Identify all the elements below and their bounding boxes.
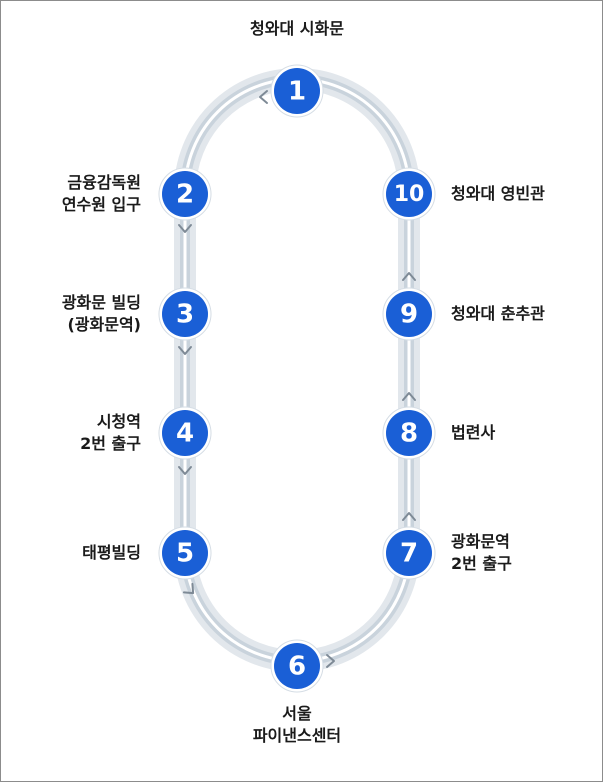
stop-label-9: 청와대 춘추관 (451, 303, 545, 325)
stop-label-5: 태평빌딩 (82, 542, 141, 564)
stop-marker-6: 6 (270, 639, 324, 693)
stop-label-line: 연수원 입구 (61, 195, 141, 214)
stop-circle (386, 291, 432, 337)
stop-marker-4: 4 (158, 406, 212, 460)
stop-label-line: 서울 (282, 704, 312, 723)
stop-marker-9: 9 (382, 287, 436, 341)
stop-number: 1 (288, 77, 306, 107)
stop-label-line: 청와대 춘추관 (451, 304, 545, 323)
stop-circle (274, 643, 320, 689)
stop-marker-5: 5 (158, 526, 212, 580)
stop-marker-8: 8 (382, 406, 436, 460)
stop-label-line: 청와대 영빈관 (451, 184, 545, 203)
route-track-inner (180, 74, 414, 666)
stop-label-line: 금융감독원 (67, 173, 141, 192)
stop-label-line: 광화문역 (451, 532, 510, 551)
stop-number: 4 (176, 419, 194, 449)
stop-circle (162, 171, 208, 217)
stop-label-line: 법련사 (451, 423, 496, 442)
stop-label-line: 광화문 빌딩 (61, 293, 141, 312)
stop-number: 7 (400, 539, 418, 569)
stop-label-10: 청와대 영빈관 (451, 183, 545, 205)
stop-label-7: 광화문역 2번 출구 (451, 531, 512, 575)
stop-label-line: 시청역 (96, 412, 141, 431)
stop-number: 9 (400, 300, 418, 330)
stop-number: 8 (400, 419, 418, 449)
stop-circle (386, 410, 432, 456)
stop-number: 2 (176, 180, 194, 210)
stop-circle (162, 410, 208, 456)
chevron-arrow-icon (402, 512, 416, 521)
stop-circle (386, 530, 432, 576)
stop-circle (386, 171, 432, 217)
stop-label-4: 시청역 2번 출구 (80, 411, 141, 455)
stop-marker-3: 3 (158, 287, 212, 341)
chevron-arrow-icon (182, 582, 195, 595)
stop-label-line: 태평빌딩 (82, 543, 141, 562)
stop-label-line: (광화문역) (67, 315, 141, 334)
stop-number: 5 (176, 539, 194, 569)
stop-number: 3 (176, 300, 194, 330)
stop-marker-2: 2 (158, 167, 212, 221)
stop-number: 10 (394, 182, 425, 207)
route-stops: 1 2 3 4 5 6 7 8 9 10 (158, 64, 436, 693)
stop-label-line: 2번 출구 (80, 434, 141, 453)
stop-number: 6 (288, 652, 306, 682)
route-track-outer (174, 68, 420, 672)
chevron-arrow-icon (259, 90, 268, 104)
stop-circle (162, 291, 208, 337)
stop-label-line: 청와대 시화문 (250, 19, 344, 38)
stop-label-line: 파이낸스센터 (252, 726, 342, 745)
stop-circle (162, 530, 208, 576)
stop-circle (274, 68, 320, 114)
stop-label-line: 2번 출구 (451, 554, 512, 573)
chevron-arrow-icon (178, 346, 192, 355)
stop-marker-10: 10 (382, 167, 436, 221)
stop-label-8: 법련사 (451, 422, 495, 444)
stop-marker-7: 7 (382, 526, 436, 580)
chevron-arrow-icon (402, 392, 416, 401)
stop-label-1: 청와대 시화문 (197, 18, 397, 40)
chevron-arrow-icon (326, 654, 335, 668)
chevron-arrow-icon (178, 466, 192, 475)
route-track-center (183, 77, 411, 663)
chevron-arrow-icon (178, 224, 192, 233)
chevron-arrow-icon (402, 272, 416, 281)
stop-label-3: 광화문 빌딩 (광화문역) (62, 292, 141, 336)
direction-arrows (178, 90, 416, 668)
stop-marker-1: 1 (270, 64, 324, 118)
